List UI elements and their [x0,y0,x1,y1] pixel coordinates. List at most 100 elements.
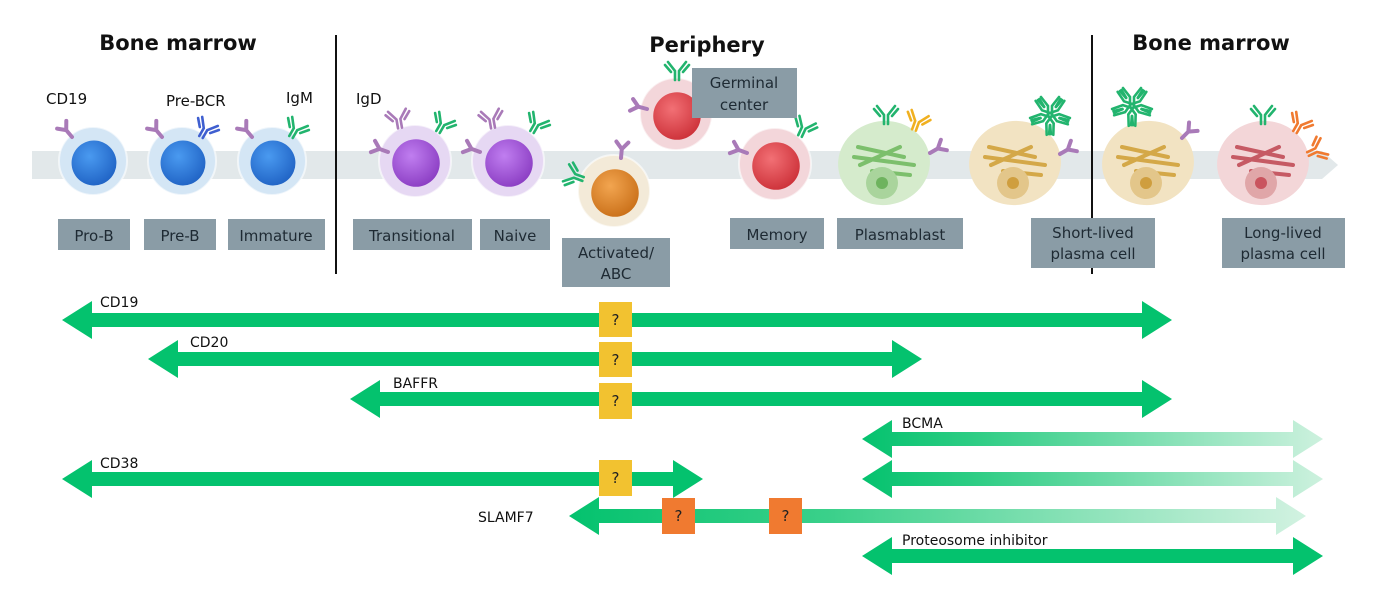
stage-label-pre-b: Pre-B [144,219,216,250]
cd19-receptor-icon [235,118,254,139]
region-title-bone-marrow-left: Bone marrow [99,31,257,55]
svg-text:?: ? [612,469,620,487]
arrow-label-bcma: BCMA [902,416,943,432]
antibody-arm-icon [1048,97,1072,124]
svg-text:plasma cell: plasma cell [1240,245,1325,263]
cell-transitional [368,107,458,198]
antibody-arm-icon [1110,88,1134,115]
cd19-receptor-icon [627,97,649,113]
unknown-marker-slamf7-activated: ? [662,498,695,534]
cd19-receptor-icon [727,139,749,156]
unknown-marker-cd19: ? [599,302,632,337]
antibody-arm-icon [1047,112,1070,137]
arrow-label-cd20: CD20 [190,335,228,351]
arrow-bcma [862,420,1323,458]
stage-label-germinal-center: Germinal center [692,68,797,118]
stage-label-transitional: Transitional [353,219,472,250]
cd19-receptor-icon [928,137,949,155]
arrow-shape [148,340,922,378]
svg-text:ABC: ABC [601,265,632,283]
cd19-receptor-icon [145,118,164,139]
antibody-arm-icon [1036,95,1064,117]
svg-text:Plasmablast: Plasmablast [855,226,946,244]
svg-text:Pre-B: Pre-B [160,227,199,245]
marker-label-pre-bcr: Pre-BCR [166,92,226,110]
secreted-antibody-icon [1028,95,1072,137]
nucleus [653,92,701,140]
svg-text:Memory: Memory [746,226,807,244]
igm-receptor-icon [433,110,458,135]
cell-activated-abc [561,139,651,228]
cell-naive [460,107,552,198]
stage-label-memory: Memory [730,218,824,249]
marker-label-cd19: CD19 [46,90,87,108]
stage-label-short-lived-plasma-cell: Short-lived plasma cell [1031,218,1155,268]
cell-long-lived-plasma-cell [1217,104,1330,206]
cell-plasma-periphery [969,95,1079,206]
igm-receptor-icon [663,60,691,82]
pre-bcr-receptor-icon [196,115,221,140]
iga-receptor-icon [906,108,932,132]
svg-text:Long-lived: Long-lived [1244,224,1322,242]
stage-label-plasmablast: Plasmablast [837,218,963,249]
svg-text:center: center [720,96,769,114]
cell-germinal-center [627,60,713,151]
arrow-slamf7 [569,497,1306,535]
arrow-label-baffr: BAFFR [393,376,438,392]
cd19-receptor-icon [1058,138,1079,156]
antibody-arm-icon [1028,97,1052,124]
marker-label-igd: IgD [356,90,382,108]
cell-plasmablast [838,104,949,206]
cell-memory [727,114,819,201]
stage-label-naive: Naive [480,219,550,250]
nucleus [752,142,800,190]
cell-pro-b [55,118,128,196]
svg-text:?: ? [675,507,683,525]
arrow-shape [862,460,1323,498]
arrow-shape [569,497,1306,535]
region-title-bone-marrow-right: Bone marrow [1132,31,1290,55]
svg-text:Short-lived: Short-lived [1052,224,1134,242]
svg-text:Immature: Immature [239,227,312,245]
arrow-proteosome-inhibitor [862,537,1323,575]
cells [55,60,1330,228]
svg-text:?: ? [612,351,620,369]
igm-receptor-icon [872,104,900,126]
svg-text:Transitional: Transitional [368,227,455,245]
arrow-cd20 [148,340,922,378]
cd19-receptor-icon [460,138,482,155]
cell-pre-b [145,115,221,196]
igm-receptor-icon [561,161,585,187]
arrow-label-cd38: CD38 [100,456,138,472]
arrow-shape [862,420,1323,458]
svg-text:plasma cell: plasma cell [1050,245,1135,263]
arrow-cd38 [62,460,703,498]
svg-text:Germinal: Germinal [710,74,778,92]
nucleus [71,140,117,186]
arrow-shape [62,460,703,498]
stage-labels: Pro-B Pre-B Immature Transitional Naive … [58,68,1345,287]
cd19-receptor-icon [55,118,74,139]
arrow-bcma-2 [862,460,1323,498]
igd-receptor-icon [477,107,504,130]
secreted-antibody-icon [1110,86,1154,128]
cd19-receptor-icon [368,138,390,155]
stage-label-long-lived-plasma-cell: Long-lived plasma cell [1222,218,1345,268]
region-title-periphery: Periphery [649,33,765,57]
arrow-shape [862,537,1323,575]
arrow-baffr [350,380,1172,418]
svg-text:?: ? [782,507,790,525]
nucleus [160,140,206,186]
antibody-arm-icon [1130,88,1154,115]
igm-receptor-icon [794,114,819,139]
igm-receptor-icon [527,110,552,135]
unknown-marker-slamf7-memory: ? [769,498,802,534]
igm-receptor-icon [1249,104,1277,126]
nucleus [591,169,639,217]
igm-receptor-icon [286,115,311,140]
nucleus [485,139,533,187]
cell-short-lived-plasma-cell [1102,86,1200,206]
svg-text:Activated/: Activated/ [578,244,655,262]
stage-label-pro-b: Pro-B [58,219,130,250]
unknown-marker-cd20: ? [599,342,632,377]
